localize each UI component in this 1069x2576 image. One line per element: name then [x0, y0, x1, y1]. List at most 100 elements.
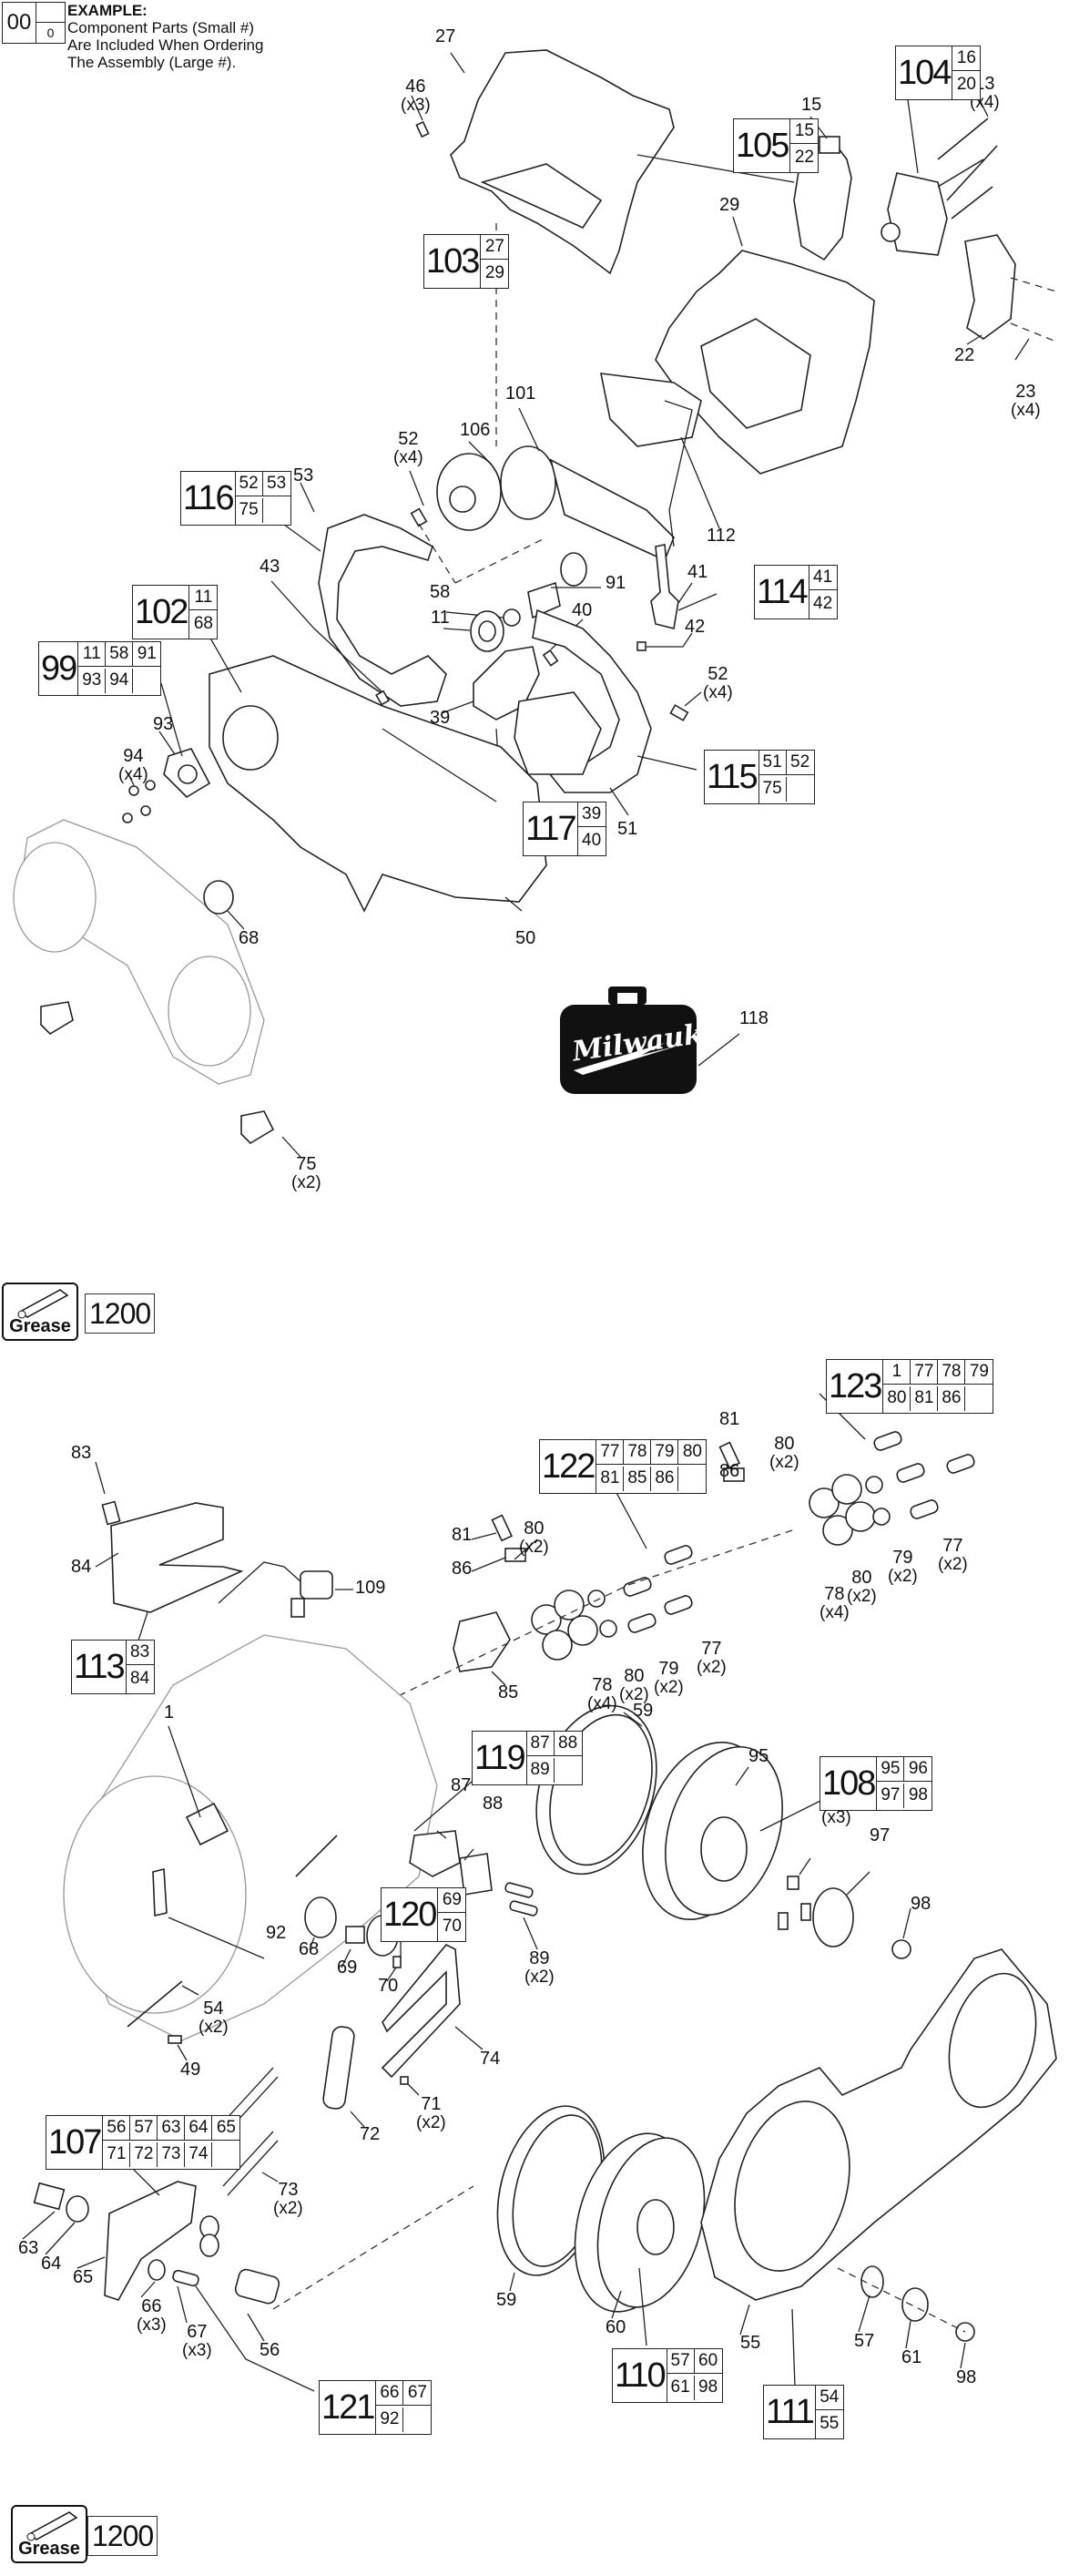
part-52-screw-upper — [409, 470, 428, 527]
part-81-86-pivot-left — [471, 1514, 538, 1572]
callout-74: 74 — [480, 2050, 500, 2068]
callout-number: 88 — [483, 1794, 504, 1814]
component-number: 71 — [103, 2142, 131, 2167]
component-number: 42 — [813, 594, 833, 613]
part-13-long-screws — [937, 99, 998, 220]
callout-81: 81 — [452, 1526, 472, 1544]
component-number: 69 — [438, 1888, 466, 1913]
grease-label: Grease — [18, 2539, 80, 2559]
callout-number: 78 — [824, 1584, 845, 1604]
legend-line: Component Parts (Small #) — [67, 19, 255, 36]
grease-code-upper: 1200 — [85, 1293, 156, 1334]
component-number: 93 — [78, 669, 107, 693]
component-number: 83 — [126, 1641, 154, 1665]
callout-number: 98 — [911, 1894, 932, 1914]
callout-number: 86 — [719, 1461, 740, 1481]
callout-number: 68 — [299, 1939, 320, 1959]
assembly-number: 113 — [72, 1641, 127, 1693]
assembly-number: 117 — [524, 802, 578, 855]
part-41-lever — [650, 544, 718, 629]
callout-number: 78 — [592, 1675, 613, 1695]
legend-line: Are Included When Ordering — [67, 36, 264, 54]
component-number: 40 — [582, 831, 602, 850]
callout-52: 52(x4) — [703, 665, 733, 703]
component-number: 52 — [235, 472, 263, 496]
callout-number: 22 — [954, 345, 975, 365]
component-cell-empty — [212, 2142, 239, 2167]
part-84-guide — [95, 1461, 244, 1670]
component-number: 11 — [189, 586, 218, 610]
leader-23 — [1014, 338, 1030, 361]
part-104-motor-plate — [881, 86, 948, 256]
callout-number: 69 — [337, 1958, 358, 1978]
legend-example-box: 00 0 — [2, 2, 66, 44]
part-96-97-98-hub — [778, 1857, 911, 1959]
component-number: 86 — [938, 1386, 966, 1411]
component-number: 22 — [794, 148, 814, 167]
callout-number: 70 — [378, 1976, 399, 1996]
part-91-spindle — [527, 552, 601, 619]
assembly-number: 122 — [540, 1440, 597, 1493]
callout-106: 106 — [460, 421, 490, 439]
legend-title: EXAMPLE: — [67, 2, 148, 19]
callout-number: 65 — [73, 2267, 94, 2287]
callout-number: 51 — [617, 819, 638, 839]
component-number: 79 — [965, 1360, 993, 1385]
component-number: 77 — [911, 1360, 939, 1385]
callout-number: 49 — [180, 2060, 201, 2080]
callout-68: 68 — [239, 929, 259, 947]
callout-53: 53 — [293, 466, 313, 485]
callout-number: 93 — [153, 714, 174, 734]
callout-number: 106 — [460, 420, 491, 440]
callout-59: 59 — [496, 2291, 516, 2309]
grease-code-lower: 1200 — [87, 2516, 158, 2556]
component-cell-empty — [678, 1467, 706, 1491]
callout-80: 80(x2) — [769, 1435, 799, 1473]
callout-number: 79 — [658, 1659, 679, 1679]
callout-number: 95 — [748, 1746, 769, 1766]
callout-number: 60 — [606, 2317, 626, 2337]
component-number: 88 — [554, 1732, 582, 1756]
callout-78: 78(x4) — [587, 1676, 617, 1714]
component-number: 73 — [158, 2142, 186, 2167]
callout-number: 52 — [398, 429, 419, 449]
part-109-knob — [218, 1561, 353, 1618]
component-number: 27 — [481, 235, 509, 260]
callout-46: 46(x3) — [401, 77, 431, 116]
component-number: 67 — [403, 2381, 432, 2406]
component-number: 51 — [758, 751, 787, 775]
callout-quantity: (x4) — [118, 765, 148, 784]
callout-quantity: (x2) — [291, 1173, 321, 1192]
part-72-plate — [322, 2026, 365, 2128]
callout-93: 93 — [153, 715, 173, 733]
callout-number: 83 — [71, 1443, 92, 1463]
callout-number: 73 — [278, 2180, 299, 2200]
legend-text: EXAMPLE: Component Parts (Small #) Are I… — [67, 2, 263, 71]
grease-icon-upper: Grease — [2, 1283, 78, 1341]
part-27-housing-cover — [450, 49, 675, 275]
part-11-bearing — [443, 610, 504, 652]
part-68-bushing — [203, 880, 245, 930]
component-number: 11 — [78, 642, 107, 667]
component-number: 39 — [577, 802, 606, 827]
component-cell-empty — [787, 777, 814, 802]
legend-assembly-number: 00 — [3, 3, 36, 43]
callout-number: 55 — [740, 2333, 761, 2353]
callout-69: 69 — [337, 1958, 357, 1977]
assembly-number: 123 — [827, 1360, 884, 1413]
component-number: 64 — [185, 2116, 213, 2141]
callout-77: 77(x2) — [938, 1537, 968, 1575]
callout-number: 80 — [774, 1434, 795, 1454]
component-number: 78 — [938, 1360, 966, 1385]
component-number: 52 — [786, 751, 814, 775]
callout-number: 53 — [293, 465, 314, 486]
callout-number: 11 — [431, 608, 450, 628]
callout-quantity: (x2) — [416, 2113, 446, 2132]
assembly-number: 102 — [133, 586, 190, 639]
callout-number: 67 — [187, 2322, 208, 2342]
part-73-springs — [222, 2067, 279, 2196]
